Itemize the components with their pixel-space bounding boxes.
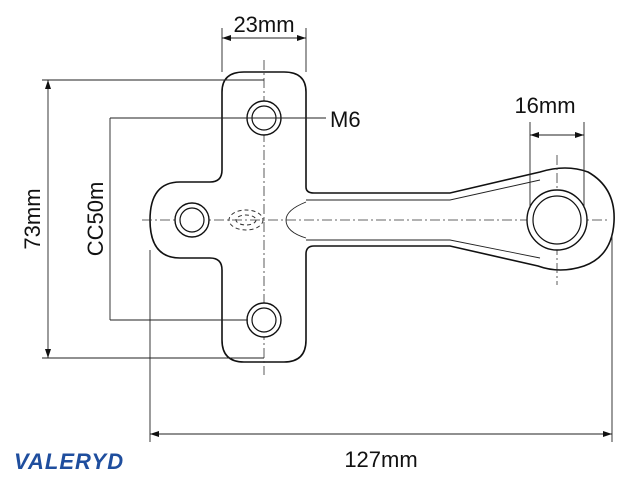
dim-total-length-label: 127mm <box>344 447 417 472</box>
dim-top-width: 23mm <box>221 12 307 72</box>
dim-bushing-width: 16mm <box>514 93 585 208</box>
slot-hidden-feature <box>228 209 264 231</box>
dim-bolt-label: M6 <box>330 107 361 132</box>
dim-height-label: 73mm <box>20 188 45 249</box>
dim-hole-spacing-label: CC50m <box>83 182 108 257</box>
center-lines <box>142 60 610 375</box>
dim-bolt-leader: M6 <box>110 107 361 132</box>
lever-arm-part <box>149 71 615 363</box>
valeryd-logo: VALERYD <box>14 449 124 474</box>
dim-total-length: 127mm <box>149 235 613 472</box>
dim-bushing-width-label: 16mm <box>514 93 575 118</box>
bottom-bolt-hole <box>246 302 282 338</box>
left-bolt-hole <box>174 202 210 238</box>
dim-top-width-label: 23mm <box>233 12 294 37</box>
bushing-hole <box>526 189 588 251</box>
dim-height: 73mm <box>20 79 264 359</box>
dim-hole-spacing: CC50m <box>83 118 248 321</box>
